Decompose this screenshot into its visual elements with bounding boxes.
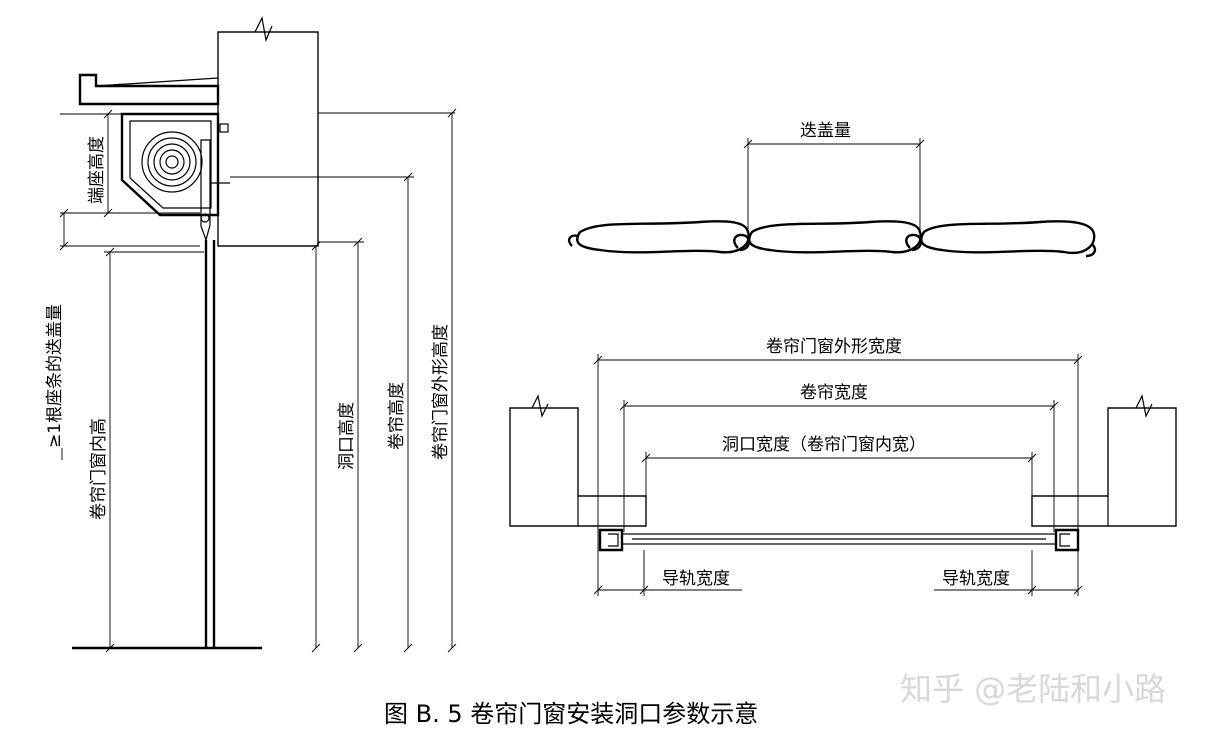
opening-height-label: 洞口高度 [337,402,357,470]
lintel-wall [217,31,319,247]
outer-height-label: 卷帘门窗外形高度 [431,324,451,460]
overlap-rule-label: ≥1根座条的迭盖量 [45,304,65,448]
left-rail [598,528,624,552]
figure-caption: 图 B. 5 卷帘门窗安装洞口参数示意 [384,700,758,728]
watermark: 知乎 @老陆和小路 [900,670,1166,708]
slat-3 [920,220,1096,255]
slat-2 [748,220,922,254]
roller-box [120,112,220,217]
plan-view: 卷帘门窗外形宽度 卷帘宽度 洞口宽度（卷帘门窗内宽） 导轨宽度 导轨宽度 [509,337,1177,596]
slat-1 [576,220,750,254]
curtain-bar [621,533,1057,545]
roll-coil [141,131,203,193]
inner-height-label: 卷帘门窗内高 [89,418,109,520]
slat-detail: 迭盖量 [567,121,1097,258]
curtain-width-label: 卷帘宽度 [800,383,868,403]
curtain-height-label: 卷帘高度 [387,382,407,450]
rail-width-right-label: 导轨宽度 [942,569,1010,589]
overlap-label: 迭盖量 [800,121,851,141]
opening-width-label: 洞口宽度（卷帘门窗内宽） [722,435,926,455]
right-rail [1054,528,1080,552]
outer-width-label: 卷帘门窗外形宽度 [766,337,902,357]
rail-width-left-label: 导轨宽度 [662,569,730,589]
window-ledge [78,73,220,106]
box-height-label: 端座高度 [87,136,107,204]
side-section: 端座高度 ≥1根座条的迭盖量 卷帘门窗内高 洞口高度 卷帘高度 卷帘门窗外形高度 [45,16,457,653]
